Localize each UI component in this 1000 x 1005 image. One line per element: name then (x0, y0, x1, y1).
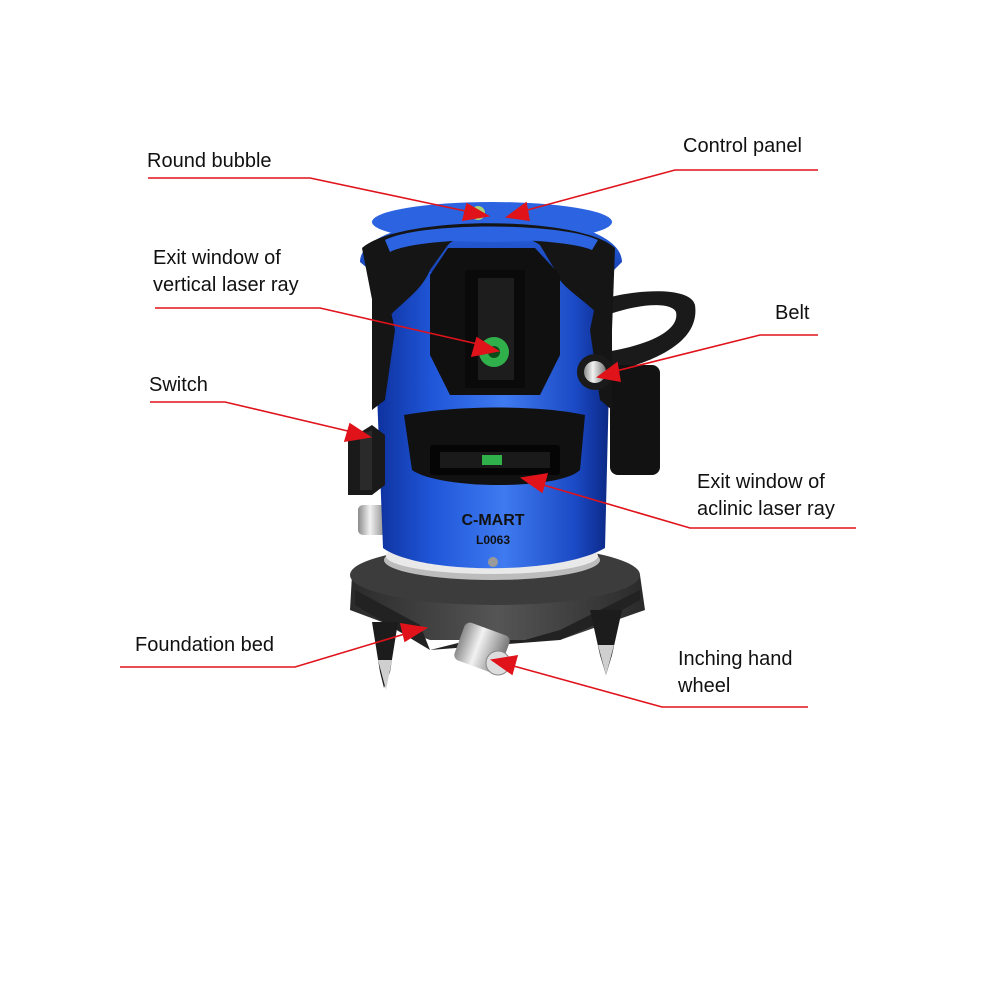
label-foundation-bed: Foundation bed (135, 632, 274, 659)
belt-strap (600, 291, 696, 475)
label-switch: Switch (149, 372, 208, 399)
label-foundation-bed-text: Foundation bed (135, 634, 275, 656)
label-vertical-exit: Exit window of vertical laser ray (153, 245, 299, 299)
arrow-belt (596, 361, 621, 382)
leader-aclinic-exit (539, 483, 856, 529)
label-switch-text: Switch (149, 374, 208, 396)
arrow-inching-wheel (489, 655, 519, 676)
leader-switch (150, 401, 353, 433)
leader-foundation-bed (120, 632, 409, 668)
label-round-bubble: Round bubble (147, 148, 272, 175)
leader-lines (120, 169, 856, 708)
label-belt-text: Belt (775, 302, 810, 324)
leader-belt (611, 334, 818, 373)
label-aclinic-exit-line1: Exit window of (697, 471, 825, 493)
model-number: L0063 (476, 533, 510, 547)
leader-vertical-exit (155, 307, 483, 346)
label-vertical-exit-line1: Exit window of (153, 247, 281, 269)
arrow-round-bubble (461, 202, 491, 221)
leader-control-panel (519, 169, 818, 213)
label-vertical-exit-line2: vertical laser ray (153, 274, 299, 296)
label-inching-wheel: Inching hand wheel (678, 646, 793, 700)
label-aclinic-exit-line2: aclinic laser ray (697, 498, 835, 520)
label-aclinic-exit: Exit window of aclinic laser ray (697, 469, 835, 523)
leader-inching-wheel (509, 664, 808, 708)
label-control-panel-text: Control panel (683, 135, 802, 157)
label-inching-wheel-line2: wheel (678, 675, 731, 697)
label-inching-wheel-line1: Inching hand (678, 648, 793, 670)
arrow-switch (343, 422, 373, 442)
label-belt: Belt (775, 300, 809, 327)
arrow-foundation-bed (399, 623, 429, 643)
label-round-bubble-text: Round bubble (147, 150, 272, 172)
arrow-control-panel (504, 201, 530, 221)
label-control-panel: Control panel (683, 133, 802, 160)
brand-logo: C-MART (461, 512, 524, 529)
arrow-vertical-exit (470, 336, 501, 358)
leader-round-bubble (148, 177, 471, 213)
arrow-aclinic-exit (519, 473, 549, 494)
switch-art (348, 425, 385, 495)
aclinic-laser-lens (482, 455, 502, 465)
